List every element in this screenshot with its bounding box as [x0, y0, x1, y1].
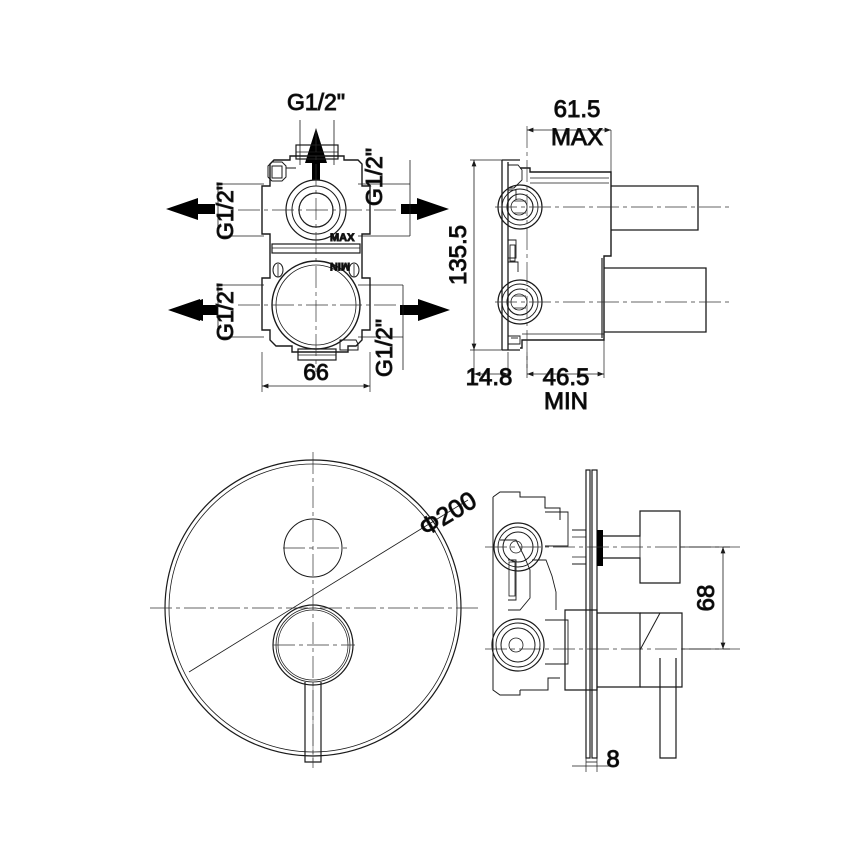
dimension-14-8-46-5: [473, 340, 605, 378]
side-body-profile: [520, 167, 612, 349]
centerlines-front-view: [238, 130, 400, 372]
dimension-label-68: 68: [693, 585, 720, 612]
flow-arrow-left-lower: [168, 299, 218, 321]
side-lower-outlet: [603, 267, 707, 333]
dimension-qualifier-min: MIN: [544, 388, 588, 415]
bottom-right-fitting: [339, 339, 359, 351]
side-upper-outlet: [610, 185, 699, 231]
valve-body-front-view: [166, 120, 450, 392]
dimension-label-46-5: 46.5: [543, 364, 590, 391]
dimension-label-phi200: Φ200: [414, 486, 481, 542]
dimension-label-66: 66: [303, 359, 329, 385]
cover-plate-front-view: [150, 452, 478, 768]
flow-arrow-right-lower: [400, 299, 450, 321]
dimension-8: [572, 758, 612, 772]
cover-plate-side-view: [485, 469, 740, 772]
top-port-nipple: [295, 144, 339, 160]
top-left-fitting: [267, 161, 296, 182]
label-min-mark: MIN: [330, 260, 350, 272]
valve-body-side-view: [470, 126, 730, 378]
dimension-label-14-8: 14.8: [466, 364, 513, 391]
flow-arrow-left-upper: [166, 198, 215, 220]
dimension-61-5: [527, 127, 612, 172]
diameter-leader-line: [188, 499, 469, 673]
dimension-66: [261, 352, 371, 392]
cartridge-screw-left: [272, 262, 284, 278]
flow-arrow-right-upper: [401, 198, 449, 220]
cartridge-screw-right: [348, 262, 360, 278]
label-max-mark: MAX: [330, 232, 355, 244]
label-g12-left-lower: G1/2": [212, 283, 238, 341]
plate-side-lower-lever: [564, 609, 683, 759]
plate-side-body: [492, 491, 569, 696]
label-g12-bottom-right: G1/2": [371, 319, 397, 377]
cover-plate-profile: [585, 469, 598, 759]
dimension-68: [680, 546, 730, 650]
centerlines-plate-front: [150, 452, 478, 768]
flow-arrow-top: [305, 128, 327, 180]
plate-seal: [597, 530, 603, 566]
label-g12-top: G1/2": [287, 89, 345, 115]
bottom-port-nipple: [297, 348, 337, 361]
dimension-135-5: [470, 159, 502, 351]
centerlines-side-view: [495, 126, 730, 368]
label-g12-top-right: G1/2": [361, 148, 387, 206]
port-extension-lines: [217, 120, 411, 370]
valve-body-outline: [261, 155, 371, 353]
side-body-left-detail: [508, 164, 523, 345]
dimension-qualifier-max: MAX: [551, 124, 603, 151]
plate-side-lower-cartridge: [491, 618, 545, 672]
dimension-label-135-5: 135.5: [445, 225, 472, 285]
dimension-label-8: 8: [606, 746, 619, 773]
label-g12-left-upper: G1/2": [212, 182, 238, 240]
dimension-label-61-5: 61.5: [554, 96, 601, 123]
